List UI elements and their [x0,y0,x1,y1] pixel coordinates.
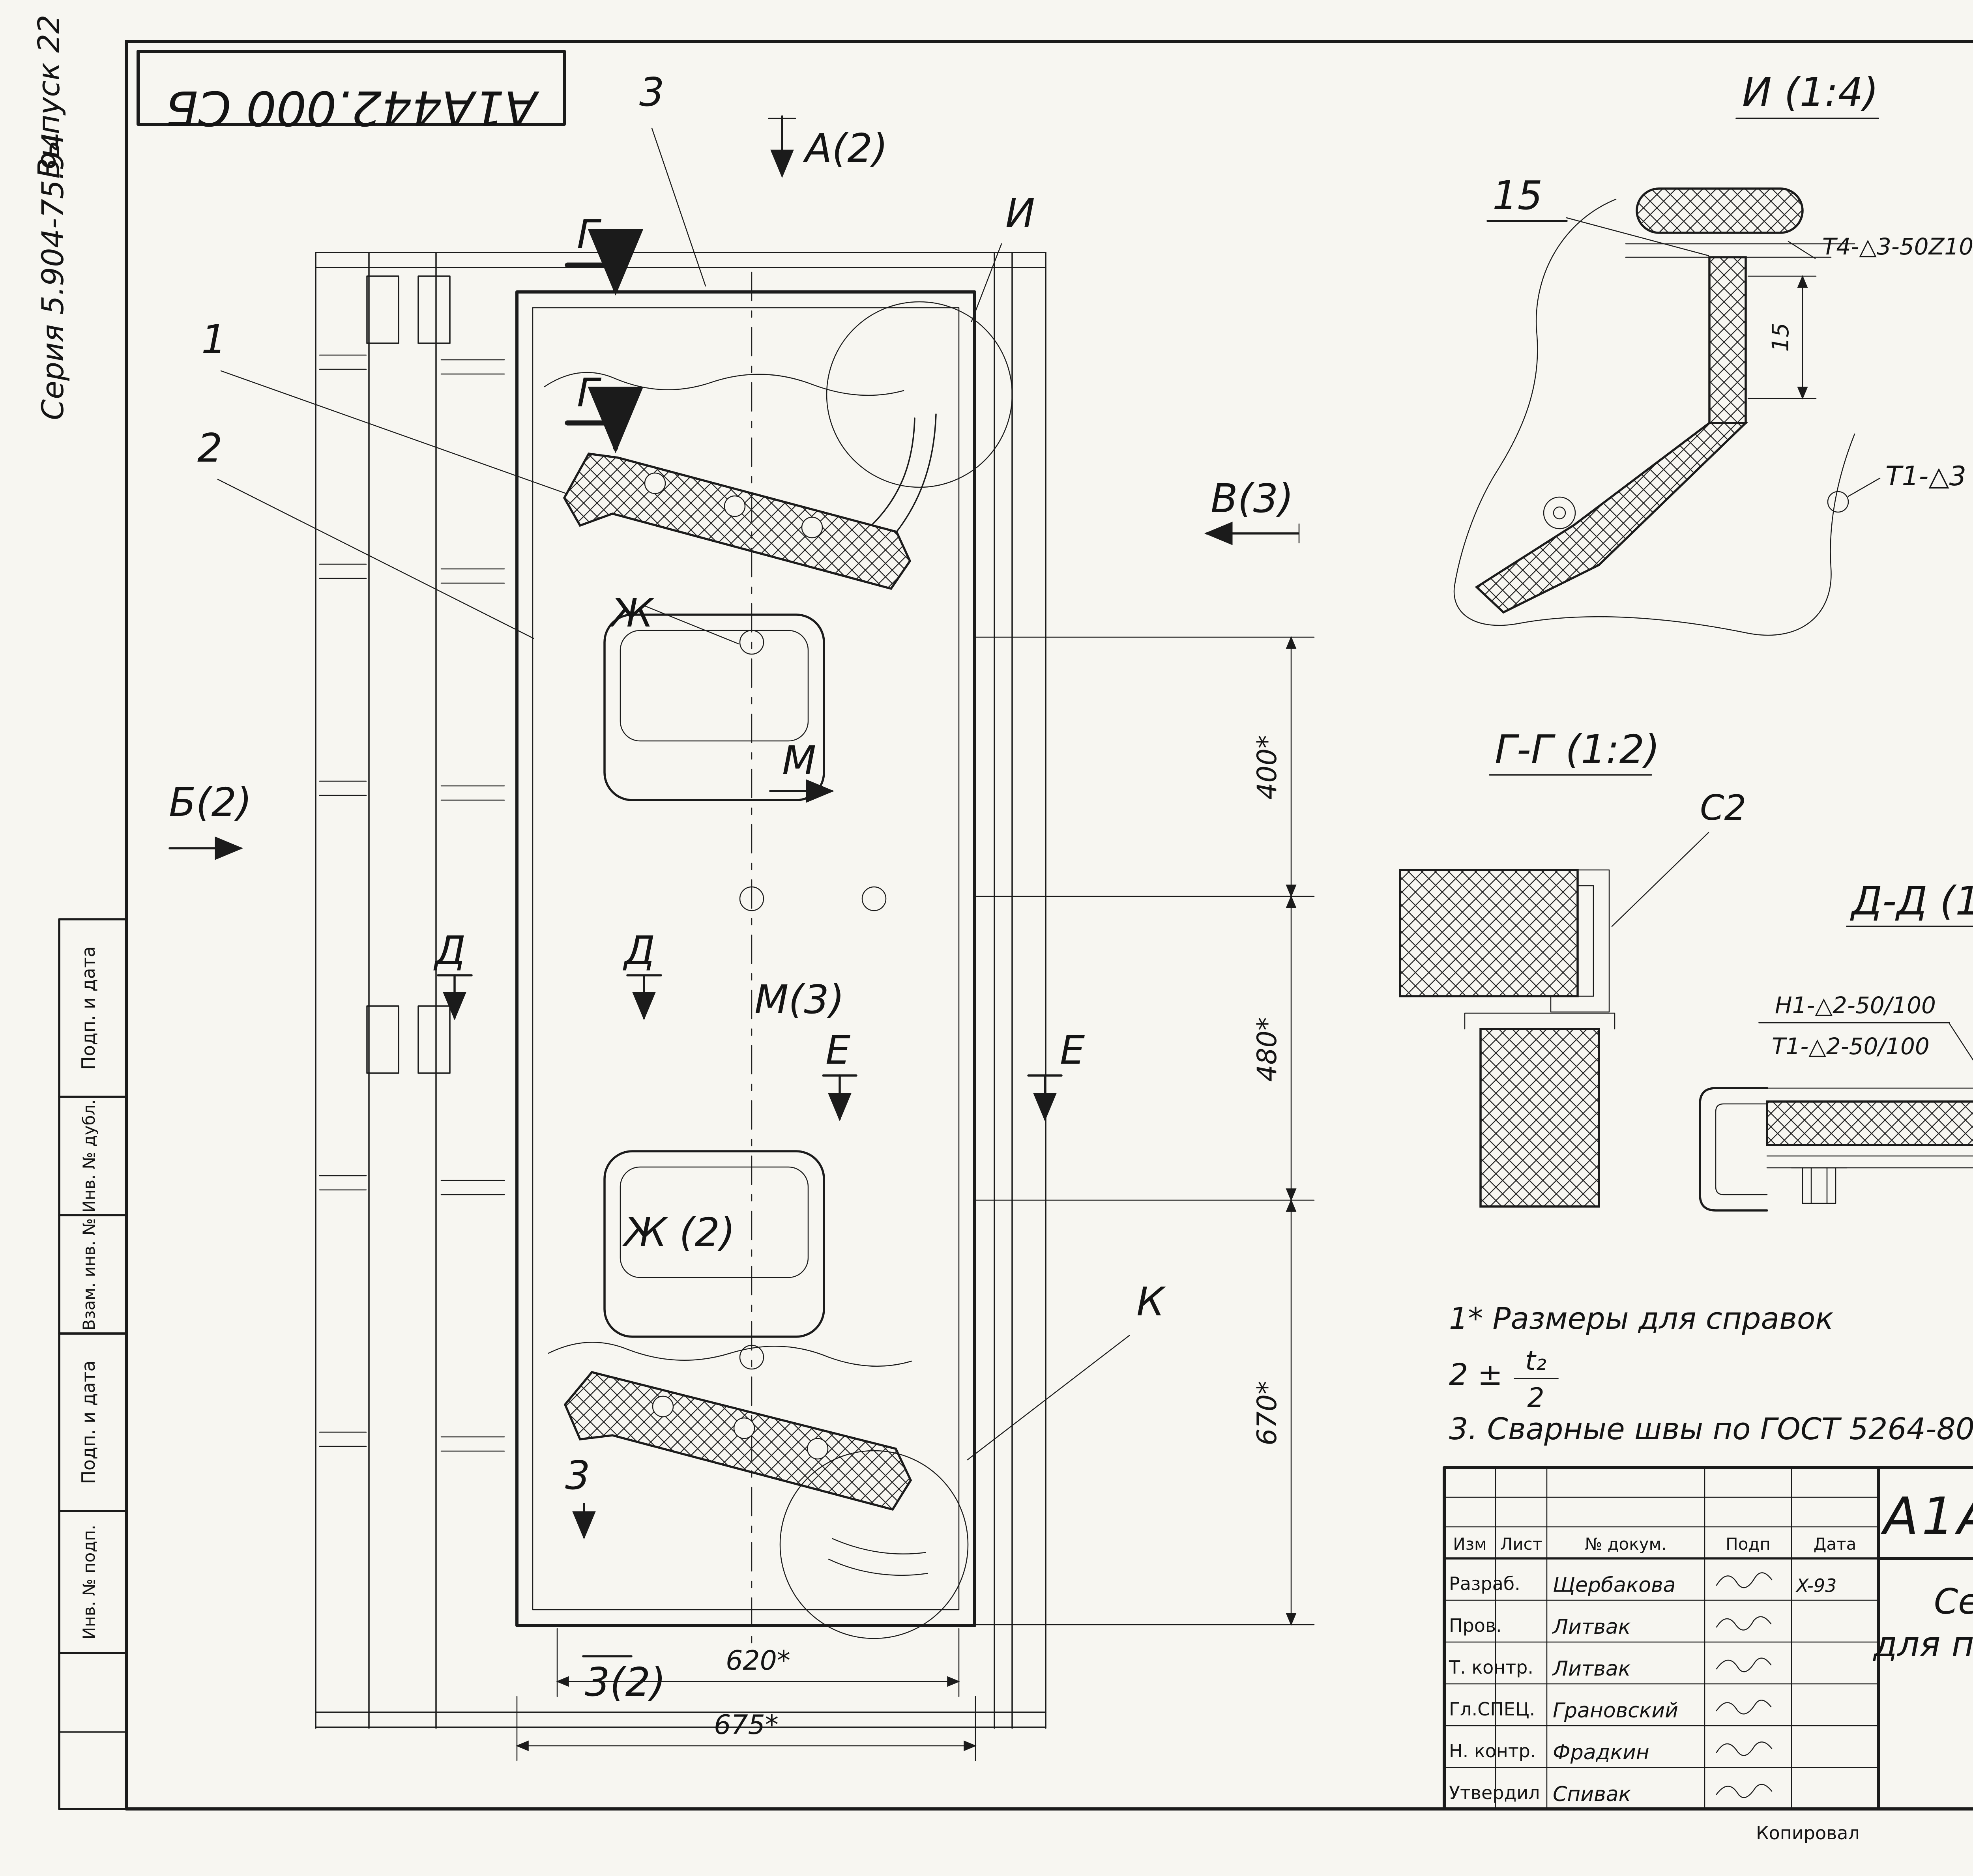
detail-i-title: И (1:4) [1742,69,1879,115]
dim-400: 400* [1252,735,1283,800]
copied-label: Копировал [1756,1822,1860,1844]
dim-620: 620* [726,1645,790,1676]
view-a-label: А(2) [803,125,888,171]
section-view-dd: Д-Д (1:2) Н1-△2-50/100 Т1-△2-50/100 [1699,878,1973,1212]
dim-675: 675* [714,1710,779,1741]
margin-box-label: Инв. № дубл. [79,1099,99,1212]
sig-row-role: Разраб. [1449,1573,1520,1594]
section-view-gg: Г-Г (1:2) С2 [1399,726,1746,1208]
item-2-callout: 2 [197,425,223,471]
sig-row-role: Н. контр. [1449,1740,1536,1762]
section-z2-mark: 3(2) [585,1659,666,1705]
col-head-izm: Изм [1453,1534,1486,1554]
note-line-2-numerator: t₂ [1525,1345,1546,1377]
sig-row-role: Гл.СПЕЦ. [1449,1698,1535,1720]
dim-480: 480* [1252,1017,1283,1082]
sig-row-name: Спивак [1553,1782,1631,1806]
item-15-callout: 15 [1492,172,1542,219]
drawing-title-line2: для приточной камеры [1872,1624,1973,1665]
col-head-doc: № докум. [1585,1534,1666,1554]
label-c2: С2 [1700,787,1746,828]
section-g-mark-top: Г [577,211,602,257]
weld-callout-dd-top: Н1-△2-50/100 [1775,992,1936,1019]
sig-row-name: Щербакова [1553,1573,1676,1597]
section-z-mark: 3 [565,1452,590,1498]
series-label: Серия 5.904-75.94 [35,132,70,420]
dim-15: 15 [1767,323,1794,352]
section-d-mark-left: Д [433,928,466,974]
title-block: Изм Лист № докум. Подп Дата Разраб. Щерб… [1443,1466,1973,1811]
margin-box-label: Подп. и дата [78,946,99,1070]
sheet-frame: 6 [125,40,1973,1811]
detail-view-i: И (1:4) Т1-△3 Т4-△3-50Z100 15 15 [1453,69,1973,636]
drawing-title-line1: Секция фильтра [1934,1581,1973,1622]
sig-row-name: Литвак [1552,1657,1631,1681]
notes-block: 1* Размеры для справок 2 ± t₂ 2 3. Сварн… [1449,1301,1973,1446]
issue-label: Выпуск 22 [31,15,66,178]
dim-670: 670* [1252,1381,1283,1446]
col-head-data: Дата [1814,1534,1857,1554]
note-line-1: 1* Размеры для справок [1449,1301,1833,1336]
sig-row-role: Пров. [1449,1615,1502,1636]
flipped-doc-stamp: А1А442.000 СБ [165,80,539,135]
note-line-3: 3. Сварные швы по ГОСТ 5264-80 [1449,1411,1973,1446]
weld-callout-dd-bottom: Т1-△2-50/100 [1772,1033,1930,1060]
section-dd-title: Д-Д (1:2) [1850,878,1973,924]
binding-margin: Выпуск 22 Серия 5.904-75.94 А1А442.000 С… [31,15,566,1810]
note-line-2-denominator: 2 [1527,1382,1544,1414]
detail-i-ref-label: И [1005,190,1035,236]
margin-box-label: Подп. и дата [78,1360,99,1484]
section-g-mark-bottom: Г [577,370,602,416]
sig-row-name: Фрадкин [1553,1741,1649,1764]
section-gg-title: Г-Г (1:2) [1495,726,1660,772]
margin-box-label: Инв. № подп. [79,1525,99,1639]
view-b-label: Б(2) [169,779,252,825]
main-plan-view: 3 А(2) Г Г И 1 2 Б(2) В(3) Ж М Д Д М(3) … [168,69,1315,1761]
flag-zh2-label: Ж (2) [622,1209,735,1255]
margin-box-label: Взам. инв. № [79,1218,99,1330]
section-e-mark-right: Е [1060,1027,1085,1073]
weld-callout-t1: Т1-△3 [1885,461,1966,492]
view-v-label: В(3) [1211,475,1293,522]
view-m3-label: М(3) [754,976,844,1023]
section-e-mark-left: Е [826,1027,850,1073]
note-line-2-prefix: 2 ± [1449,1357,1503,1392]
section-d-mark-right: Д [623,928,655,974]
detail-k-ref-label: К [1136,1279,1166,1325]
flag-zh-label: Ж [608,590,655,636]
col-head-podp: Подп [1726,1534,1771,1554]
sig-row-date: X-93 [1795,1575,1836,1596]
sig-row-role: Т. контр. [1449,1657,1533,1678]
item-1-callout: 1 [201,316,227,363]
sig-row-role: Утвердил [1449,1782,1540,1803]
col-head-list: Лист [1500,1534,1542,1554]
arrow-m-label: М [782,737,816,784]
sig-row-name: Грановский [1553,1699,1678,1723]
item-3-callout: 3 [639,69,665,115]
sig-row-name: Литвак [1552,1615,1631,1639]
weld-callout-t4: Т4-△3-50Z100 [1822,233,1973,260]
sheet-footer: Копировал Ц00194-23 7 Формат А3 [1756,1822,1860,1844]
